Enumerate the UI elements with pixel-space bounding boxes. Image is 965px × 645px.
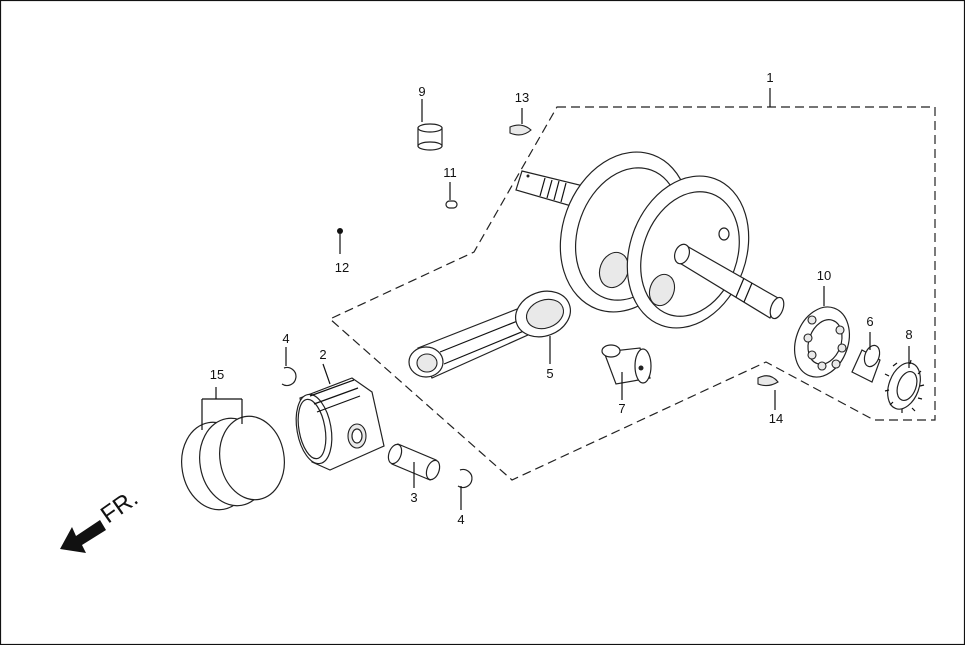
piston-pin-clip-part [457, 468, 473, 489]
woodruff-key-part-14 [757, 375, 779, 387]
collar-part-6 [851, 344, 881, 383]
crankshaft-assembly-outline [328, 106, 936, 481]
pin-part-11 [445, 200, 458, 209]
dot-part-12 [337, 228, 343, 234]
callout-8: 8 [905, 327, 912, 342]
callout-13: 13 [515, 90, 529, 105]
callout-12: 12 [335, 260, 349, 275]
gear-part [884, 359, 925, 413]
bushing-part-7 [601, 344, 652, 385]
callout-labels: 1 2 3 4 4 5 6 7 8 9 10 11 12 13 14 15 [210, 70, 913, 527]
piston-rings-part [181, 415, 285, 511]
callout-5: 5 [546, 366, 553, 381]
callout-14: 14 [769, 411, 783, 426]
sleeve-part-9 [417, 123, 443, 151]
ball-bearing-part [794, 306, 850, 378]
callout-15: 15 [210, 367, 224, 382]
callout-9: 9 [418, 84, 425, 99]
leader-lines [201, 88, 910, 510]
front-direction-arrow-icon [60, 520, 106, 553]
callout-2: 2 [319, 347, 326, 362]
woodruff-key-part-13 [509, 124, 532, 136]
front-direction-label: FR. [96, 485, 143, 529]
crankshaft-part [515, 151, 785, 329]
connecting-rod-part [408, 290, 571, 379]
callout-4-upper: 4 [282, 331, 289, 346]
callout-1: 1 [766, 70, 773, 85]
callout-3: 3 [410, 490, 417, 505]
piston-part [295, 377, 385, 471]
callout-6: 6 [866, 314, 873, 329]
callout-4-lower: 4 [457, 512, 464, 527]
callout-7: 7 [618, 401, 625, 416]
callout-11: 11 [443, 165, 457, 180]
piston-pin-clip-part [281, 366, 297, 387]
callout-10: 10 [817, 268, 831, 283]
